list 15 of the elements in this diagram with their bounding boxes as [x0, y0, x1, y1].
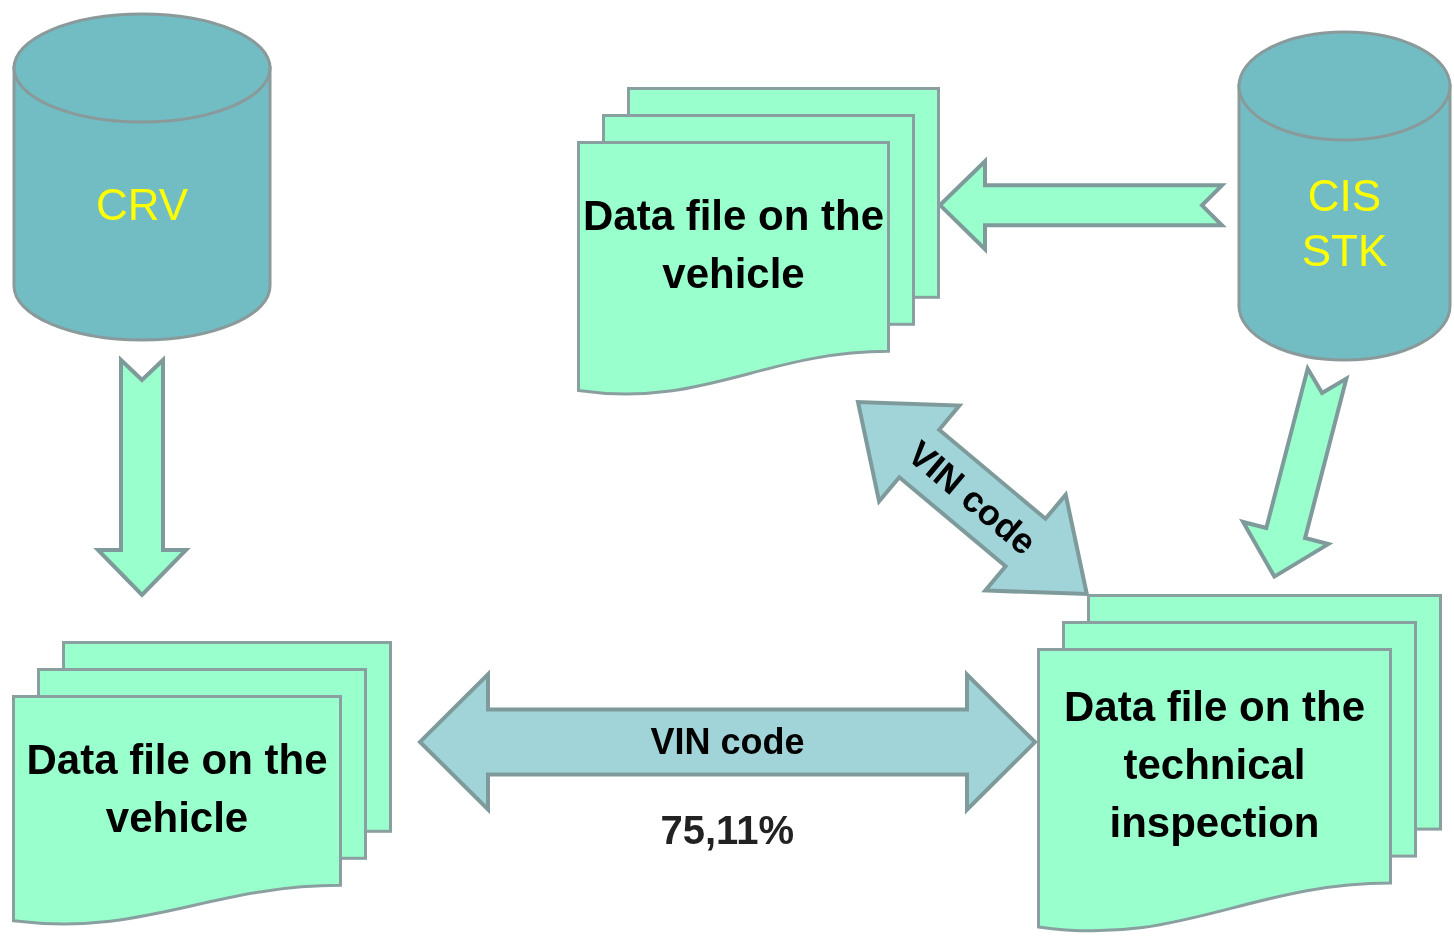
document-title: Data file on the vehicle	[581, 191, 885, 300]
database-label: CIS STK	[1300, 170, 1389, 277]
database-label: CRV	[95, 178, 189, 231]
edge-label: VIN code	[899, 432, 1045, 564]
block-arrow	[93, 355, 191, 598]
block-arrow	[1239, 363, 1350, 580]
database-cylinder	[1237, 30, 1452, 362]
edge-label: VIN code	[650, 721, 805, 763]
database-cylinder	[12, 12, 272, 342]
percentage-label: 75,11%	[660, 807, 794, 853]
block-arrow	[937, 156, 1227, 254]
double-block-arrow	[855, 399, 1090, 597]
document-title: Data file on the vehicle	[25, 735, 329, 844]
document-title: Data file on the technical inspection	[1062, 681, 1366, 848]
double-block-arrow	[417, 669, 1038, 815]
